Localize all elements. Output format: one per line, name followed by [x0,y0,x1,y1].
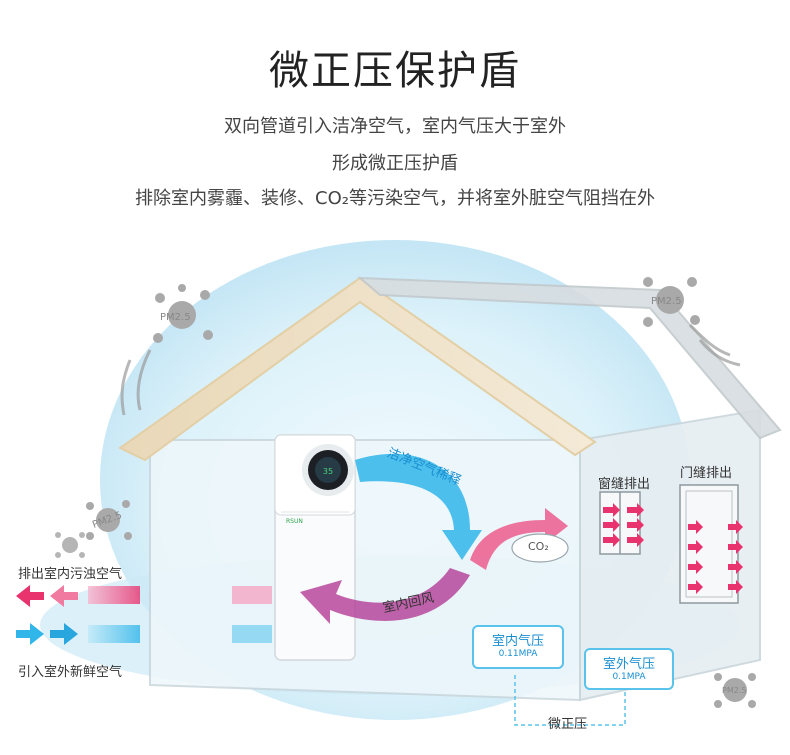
pm25-label: PM2.5 [160,312,191,323]
window-exhaust-label: 窗缝排出 [598,477,651,492]
pm25-particle-icon [714,673,756,708]
pressure-connector [514,675,626,726]
pm25-label: PM2.5 [651,296,682,307]
intake-label: 引入室外新鲜空气 [18,665,123,680]
house-wall-right [579,408,761,702]
device-brand: RSUN [286,518,303,525]
fresh-air-unit: 35 RSUN [274,434,356,661]
exhaust-duct [88,586,140,604]
return-air-arrow [300,568,470,624]
exhaust-arrows [16,585,78,607]
pm25-particle-icon [86,500,132,540]
exhaust-label: 排出室内污浊空气 [18,567,123,582]
svg-text:35: 35 [323,467,333,476]
subtitle-line-1: 双向管道引入洁净空气，室内气压大于室外 [224,116,566,137]
illustration: 35 RSUN [0,230,790,755]
intake-duct [88,625,140,643]
page-title: 微正压保护盾 [269,48,521,94]
wind-streaks [120,323,741,416]
exhaust-flow-arrow [470,508,568,570]
outdoor-pressure-box: 室外气压 0.1MPA [584,648,674,690]
outdoor-pressure-label: 室外气压 [602,657,655,672]
indoor-pressure-box: 室内气压 0.11MPA [472,625,564,669]
indoor-pressure-label: 室内气压 [491,634,544,649]
house-illustration: 35 RSUN [16,240,782,726]
co2-label: CO₂ [528,540,549,553]
micro-pressure-label: 微正压 [548,717,588,732]
indoor-pressure-value: 0.11MPA [498,649,538,659]
pm25-particle-icon [55,532,85,558]
pm25-particle-icon [643,277,700,327]
pm25-particle-icon [153,284,213,343]
subtitle-line-3: 排除室内雾霾、装修、CO₂等污染空气，并将室外脏空气阻挡在外 [135,188,655,209]
outdoor-pressure-value: 0.1MPA [612,672,646,682]
clean-air-arrow [355,453,482,560]
door-exhaust-label: 门缝排出 [680,466,733,481]
co2-cloud [511,533,569,563]
pm25-label: PM2.5 [722,686,747,695]
intake-arrows [16,623,78,645]
subtitle-line-2: 形成微正压护盾 [332,153,458,174]
roof-right [357,276,782,440]
